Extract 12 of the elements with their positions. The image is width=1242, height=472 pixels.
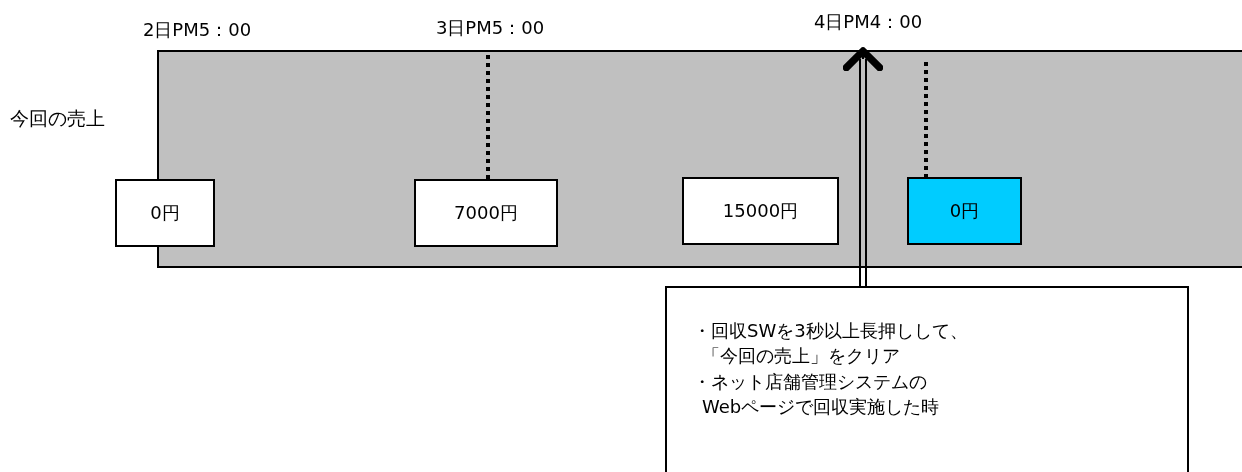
arrow (842, 47, 884, 287)
time-label: 4日PM4：00 (813, 10, 923, 34)
row-label: 今回の売上 (10, 106, 105, 131)
value-box: 15000円 (682, 177, 839, 245)
time-label: 2日PM5：00 (142, 18, 252, 42)
note-text: ・回収SWを3秒以上長押しして、「今回の売上」をクリア (693, 319, 969, 368)
note-box (665, 286, 1189, 472)
note-text: ・ネット店舗管理システムのWebページで回収実施した時 (693, 370, 941, 419)
value-box: 7000円 (414, 179, 558, 247)
time-label: 3日PM5：00 (435, 16, 545, 40)
value-box: 0円 (907, 177, 1022, 245)
value-box: 0円 (115, 179, 215, 247)
